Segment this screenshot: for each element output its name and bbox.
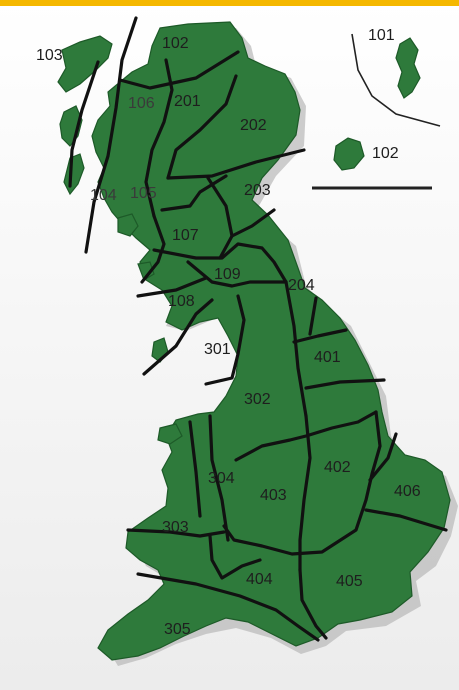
region-label-303[interactable]: 303 [162,519,189,536]
great-britain-mainland [91,21,451,661]
region-label-204[interactable]: 204 [288,277,315,294]
region-label-305[interactable]: 305 [164,621,191,638]
inset-boundary-curve [351,33,441,127]
orkney-islands [333,137,365,171]
hebrides-island-north [57,35,113,93]
region-label-105[interactable]: 105 [130,185,157,202]
inner-island-2 [137,261,155,281]
region-label-404[interactable]: 404 [246,571,273,588]
region-label-109[interactable]: 109 [214,266,241,283]
region-label-102-mainland[interactable]: 102 [162,35,189,52]
inset-label-101[interactable]: 101 [368,27,395,44]
region-labels: 103 102 106 201 202 203 104 105 107 109 … [36,35,421,638]
region-label-304[interactable]: 304 [208,470,235,487]
top-accent-bar [0,0,459,6]
hebrides-island-south [63,153,85,196]
anglesey [157,423,183,445]
inner-island-1 [117,213,139,237]
region-label-301[interactable]: 301 [204,341,231,358]
region-label-103[interactable]: 103 [36,47,63,64]
inset-labels: 101 102 [368,27,399,162]
region-label-405[interactable]: 405 [336,573,363,590]
region-label-203[interactable]: 203 [244,182,271,199]
region-label-106[interactable]: 106 [128,95,155,112]
shetland-islands [395,37,421,99]
region-label-202[interactable]: 202 [240,117,267,134]
region-label-104[interactable]: 104 [90,187,117,204]
region-label-403[interactable]: 403 [260,487,287,504]
inset-label-102[interactable]: 102 [372,145,399,162]
region-label-402[interactable]: 402 [324,459,351,476]
region-label-201[interactable]: 201 [174,93,201,110]
region-label-406[interactable]: 406 [394,483,421,500]
region-label-108[interactable]: 108 [168,293,195,310]
region-label-401[interactable]: 401 [314,349,341,366]
region-boundaries [68,16,448,642]
region-label-302[interactable]: 302 [244,391,271,408]
region-label-107[interactable]: 107 [172,227,199,244]
